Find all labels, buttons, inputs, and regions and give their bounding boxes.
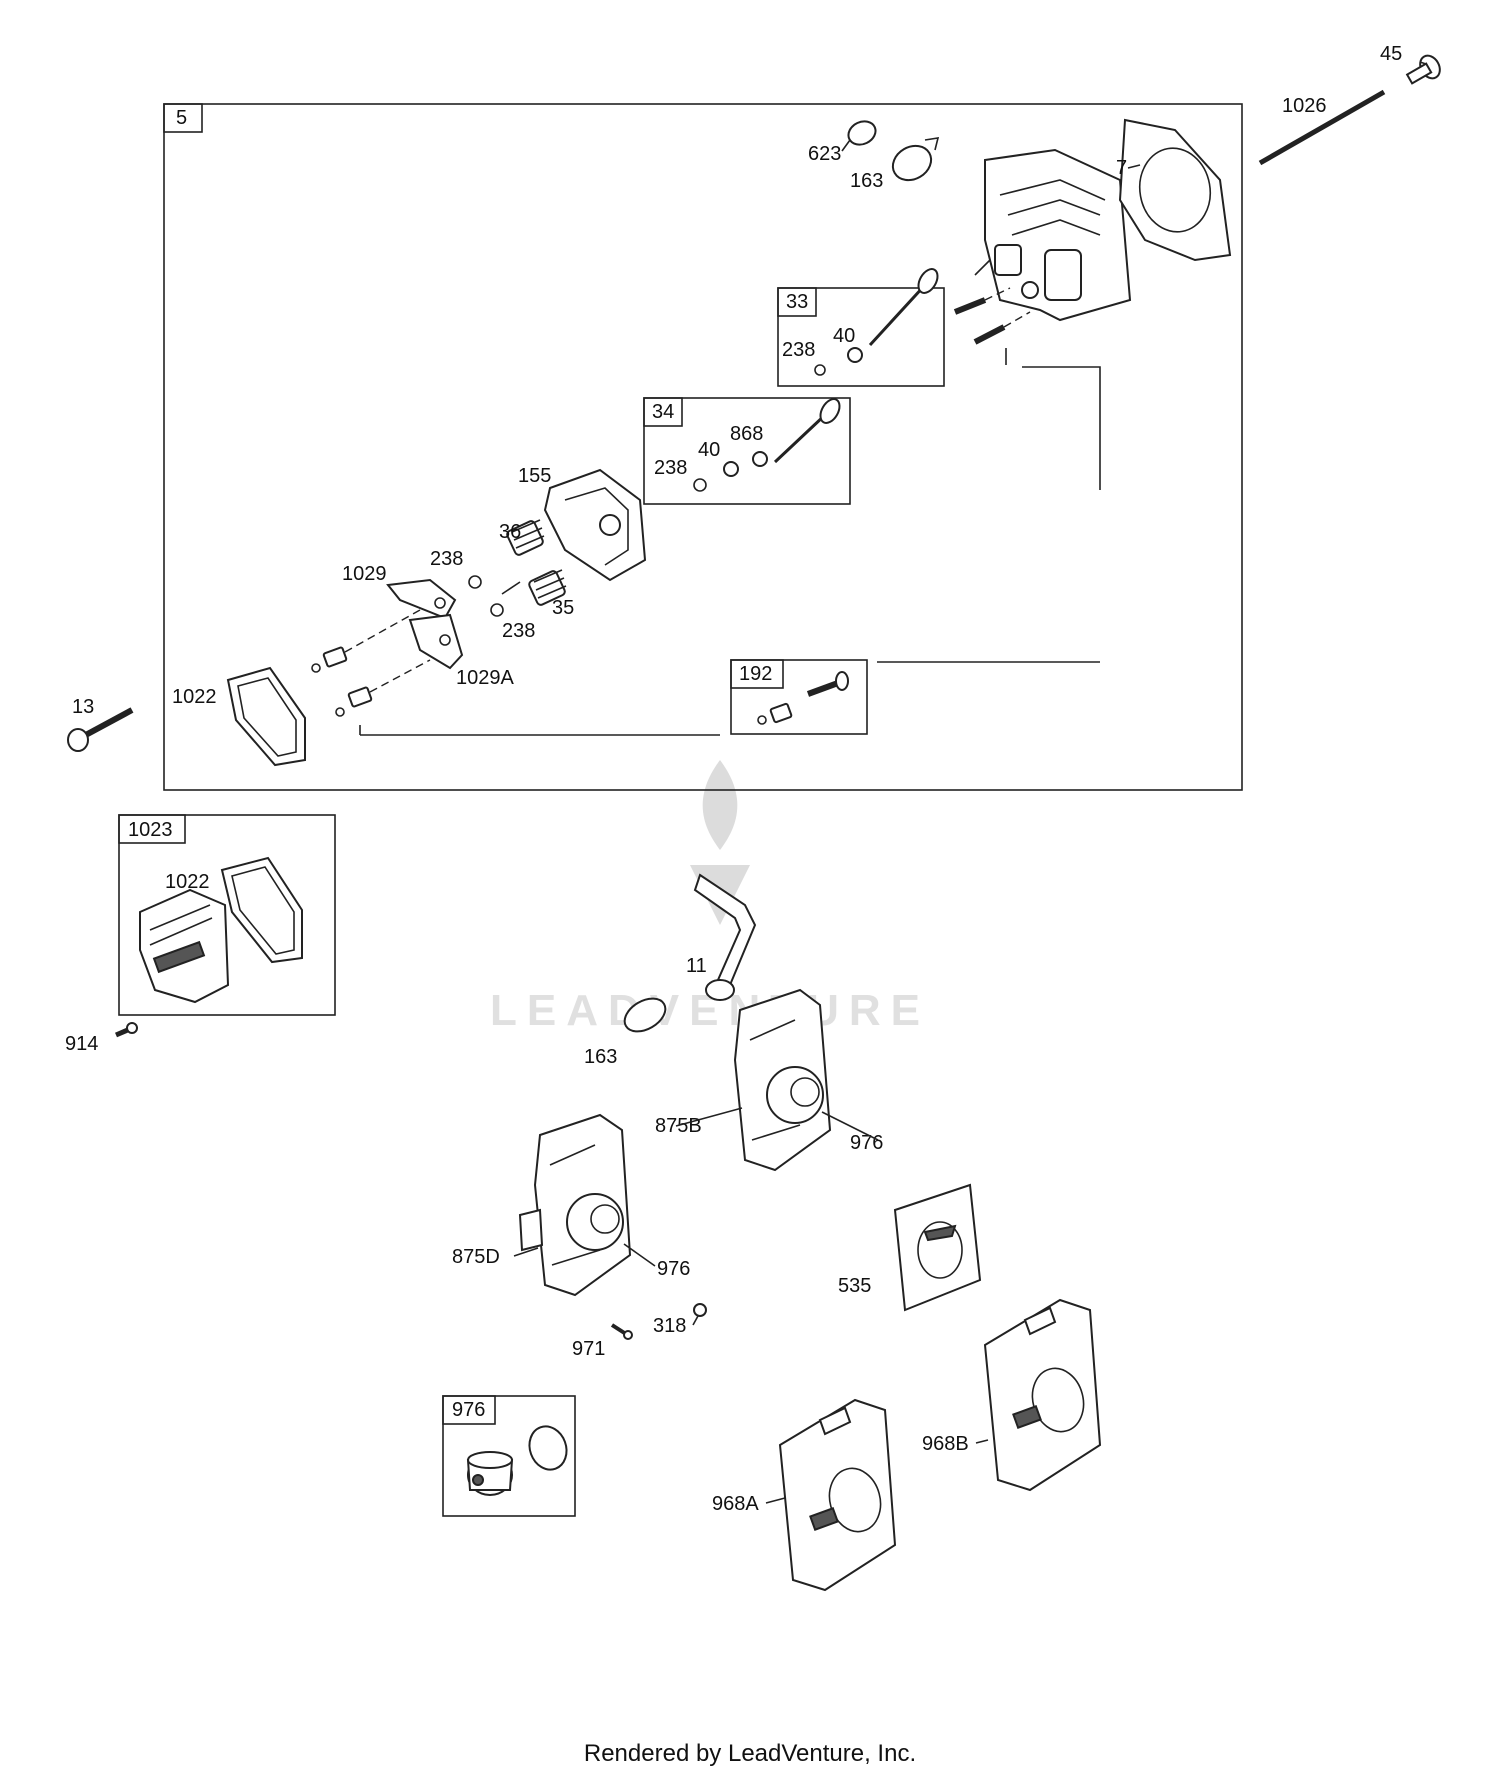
part-238-keepers [468,575,504,617]
part-971-screw [610,1323,633,1340]
part-968a-cover [778,1398,897,1592]
label-238-left: 238 [430,548,463,570]
label-13: 13 [72,696,94,718]
assembly-box-1023: 1023 [118,814,336,1016]
label-40-box33: 40 [833,325,855,347]
box-1023-tag [118,814,186,844]
frame-5-tag [163,103,203,133]
label-971: 971 [572,1338,605,1360]
label-163-lower: 163 [584,1046,617,1068]
box-192-border [730,659,868,735]
label-35: 35 [552,597,574,619]
box-1023-border [118,814,336,1016]
part-875d-base [518,1113,632,1297]
frame-5-border [163,103,1243,791]
label-535: 535 [838,1275,871,1297]
part-1023-gasket [220,856,303,964]
box-976-tag [442,1395,496,1425]
assembly-box-976: 976 [442,1395,576,1517]
part-155-housing [543,468,647,582]
label-36: 36 [499,521,521,543]
box-1023-label: 1023 [128,819,173,841]
box-33-border [777,287,945,387]
box-192-tag [730,659,784,689]
label-leaders [501,61,1427,1504]
label-1022-frame: 1022 [172,686,217,708]
part-163-clamp [891,137,940,182]
label-1029a: 1029A [456,667,514,689]
box-34-label: 34 [652,401,674,423]
label-868: 868 [730,423,763,445]
part-163-clamp-lower [623,997,667,1033]
box-33-tag [777,287,817,317]
label-238-lower: 238 [502,620,535,642]
leader-lines [359,348,1101,736]
part-cylinder-head [974,148,1132,322]
assembly-frame-5: 5 [163,103,1243,791]
part-968b-cover [983,1298,1102,1492]
watermark-text: LEADVENTURE [490,986,930,1035]
box-976-border [442,1395,576,1517]
label-968b: 968B [922,1433,969,1455]
box-34-tag [643,397,683,427]
label-155: 155 [518,465,551,487]
part-976-clamp [528,1425,568,1471]
part-rocker-studs [311,609,431,717]
footer-credit: Rendered by LeadVenture, Inc. [583,1740,917,1767]
part-36-spring [506,519,545,556]
label-163-top: 163 [850,170,883,192]
part-976-breather [466,1451,514,1496]
part-studs-head [953,287,1031,345]
part-34-valve [693,398,841,492]
part-labels: 45 1026 623 163 7 238 40 868 40 238 155 … [65,43,1402,1515]
label-976-upper: 976 [850,1132,883,1154]
label-238-box33: 238 [782,339,815,361]
label-11: 11 [686,955,707,977]
box-976-label: 976 [452,1399,485,1421]
frame-5-label: 5 [176,107,187,129]
label-623: 623 [808,143,841,165]
box-34-border [643,397,851,505]
assembly-box-192: 192 [730,659,868,735]
label-318: 318 [653,1315,686,1337]
label-914: 914 [65,1033,98,1055]
part-1029-rocker [386,578,457,620]
label-1029: 1029 [342,563,387,585]
label-875d: 875D [452,1246,500,1268]
part-192-studs [757,671,849,725]
part-35-spring [528,569,567,606]
label-1022-box1023: 1022 [165,871,210,893]
part-318-nut [693,1303,707,1317]
assembly-box-34: 34 [643,397,851,505]
part-1026-rod [1258,89,1386,166]
part-875b-base [733,988,832,1172]
part-1022-gasket [226,666,306,767]
flame-icon [702,760,738,850]
part-7-gasket [1118,118,1232,262]
part-45-bolt [1405,54,1441,85]
part-914-bolt [115,1022,138,1038]
box-33-label: 33 [786,291,808,313]
label-968a: 968A [712,1493,759,1515]
part-1023-valve-cover [139,888,230,1004]
label-238-box34: 238 [654,457,687,479]
label-1026: 1026 [1282,95,1327,117]
label-40-box34: 40 [698,439,720,461]
part-623-ring [847,120,877,146]
part-1029a-rocker [408,613,464,670]
part-11-tube [693,873,757,1001]
assembly-box-33: 33 [777,287,945,387]
label-7: 7 [1116,157,1127,179]
label-45: 45 [1380,43,1402,65]
part-535-filter [893,1183,982,1312]
part-33-valve [814,268,939,376]
part-13-bolt [67,707,134,752]
label-976-lower: 976 [657,1258,690,1280]
box-192-label: 192 [739,663,772,685]
